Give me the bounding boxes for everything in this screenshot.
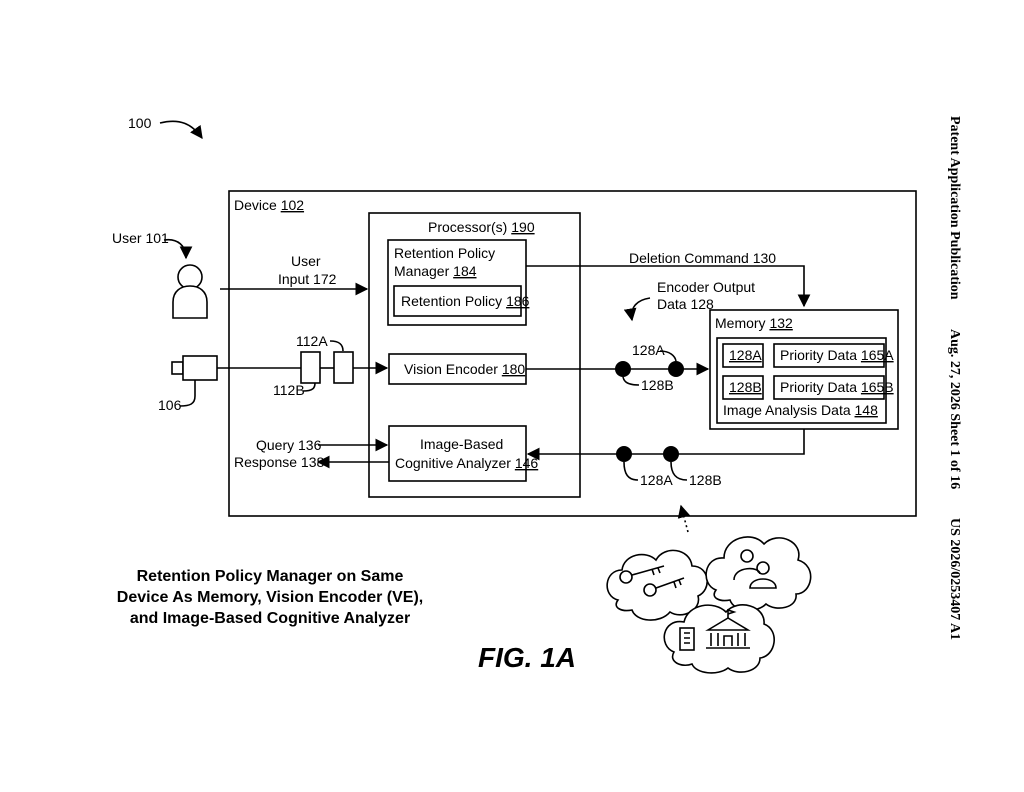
- token-128b-dot: [668, 361, 684, 377]
- people-cloud-icon: [706, 537, 811, 610]
- vision-encoder-label: Vision Encoder 180: [404, 361, 525, 377]
- user-person-icon: [173, 265, 207, 318]
- encoder-output-line1: Encoder Output: [657, 279, 755, 295]
- camera-ref-leader: [180, 380, 195, 406]
- rpm-line1: Retention Policy: [394, 245, 495, 261]
- token-128b-label-top: 128B: [641, 377, 674, 393]
- return-token-128b-dot: [663, 446, 679, 462]
- figure-caption: Retention Policy Manager on Same Device …: [70, 566, 470, 629]
- processor-label: Processor(s) 190: [428, 219, 535, 235]
- frame-112b-box: [301, 352, 320, 383]
- return-token-128a-dot: [616, 446, 632, 462]
- cognitive-analyzer-box: [389, 426, 526, 481]
- user-input-line2: Input 172: [278, 271, 337, 287]
- memory-row-1-id: 128A: [729, 347, 762, 363]
- device-label: Device 102: [234, 197, 304, 213]
- figure-ref-label: 100: [128, 115, 152, 131]
- memory-row-2-priority: Priority Data 165B: [780, 379, 894, 395]
- rpm-line2: Manager 184: [394, 263, 477, 279]
- response-label: Response 138: [234, 454, 325, 470]
- deletion-command-label: Deletion Command 130: [629, 250, 776, 266]
- image-analysis-label: Image Analysis Data 148: [723, 402, 878, 418]
- frame-112b-label: 112B: [273, 382, 305, 398]
- caption-line-2: Device As Memory, Vision Encoder (VE),: [70, 587, 470, 608]
- camera-icon: [172, 356, 217, 380]
- header-date-sheet: Aug. 27, 2026 Sheet 1 of 16: [946, 329, 962, 489]
- figure-label: FIG. 1A: [478, 642, 576, 674]
- header-publication: Patent Application Publication: [946, 116, 962, 300]
- return-token-128a-label: 128A: [640, 472, 673, 488]
- figure-ref-arrow: [160, 121, 202, 138]
- caption-line-3: and Image-Based Cognitive Analyzer: [70, 608, 470, 629]
- user-input-line1: User: [291, 253, 321, 269]
- retention-policy-label: Retention Policy 186: [401, 293, 530, 309]
- frame-112a-label: 112A: [296, 333, 328, 349]
- caption-line-1: Retention Policy Manager on Same: [70, 566, 470, 587]
- analyzer-line2: Cognitive Analyzer 146: [395, 455, 538, 471]
- header-pub-number: US 2026/0253407 A1: [946, 518, 962, 640]
- patent-header: Patent Application Publication Aug. 27, …: [946, 116, 962, 640]
- encoder-output-line2: Data 128: [657, 296, 714, 312]
- analyzer-line1: Image-Based: [420, 436, 503, 452]
- return-token-128b-label: 128B: [689, 472, 722, 488]
- memory-row-1-priority: Priority Data 165A: [780, 347, 894, 363]
- query-label: Query 136: [256, 437, 322, 453]
- token-128a-dot: [615, 361, 631, 377]
- token-128a-label-top: 128A: [632, 342, 665, 358]
- user-label: User 101: [112, 230, 169, 246]
- memory-row-2-id: 128B: [729, 379, 762, 395]
- camera-ref-label: 106: [158, 397, 182, 413]
- frame-112a-box: [334, 352, 353, 383]
- memory-label: Memory 132: [715, 315, 793, 331]
